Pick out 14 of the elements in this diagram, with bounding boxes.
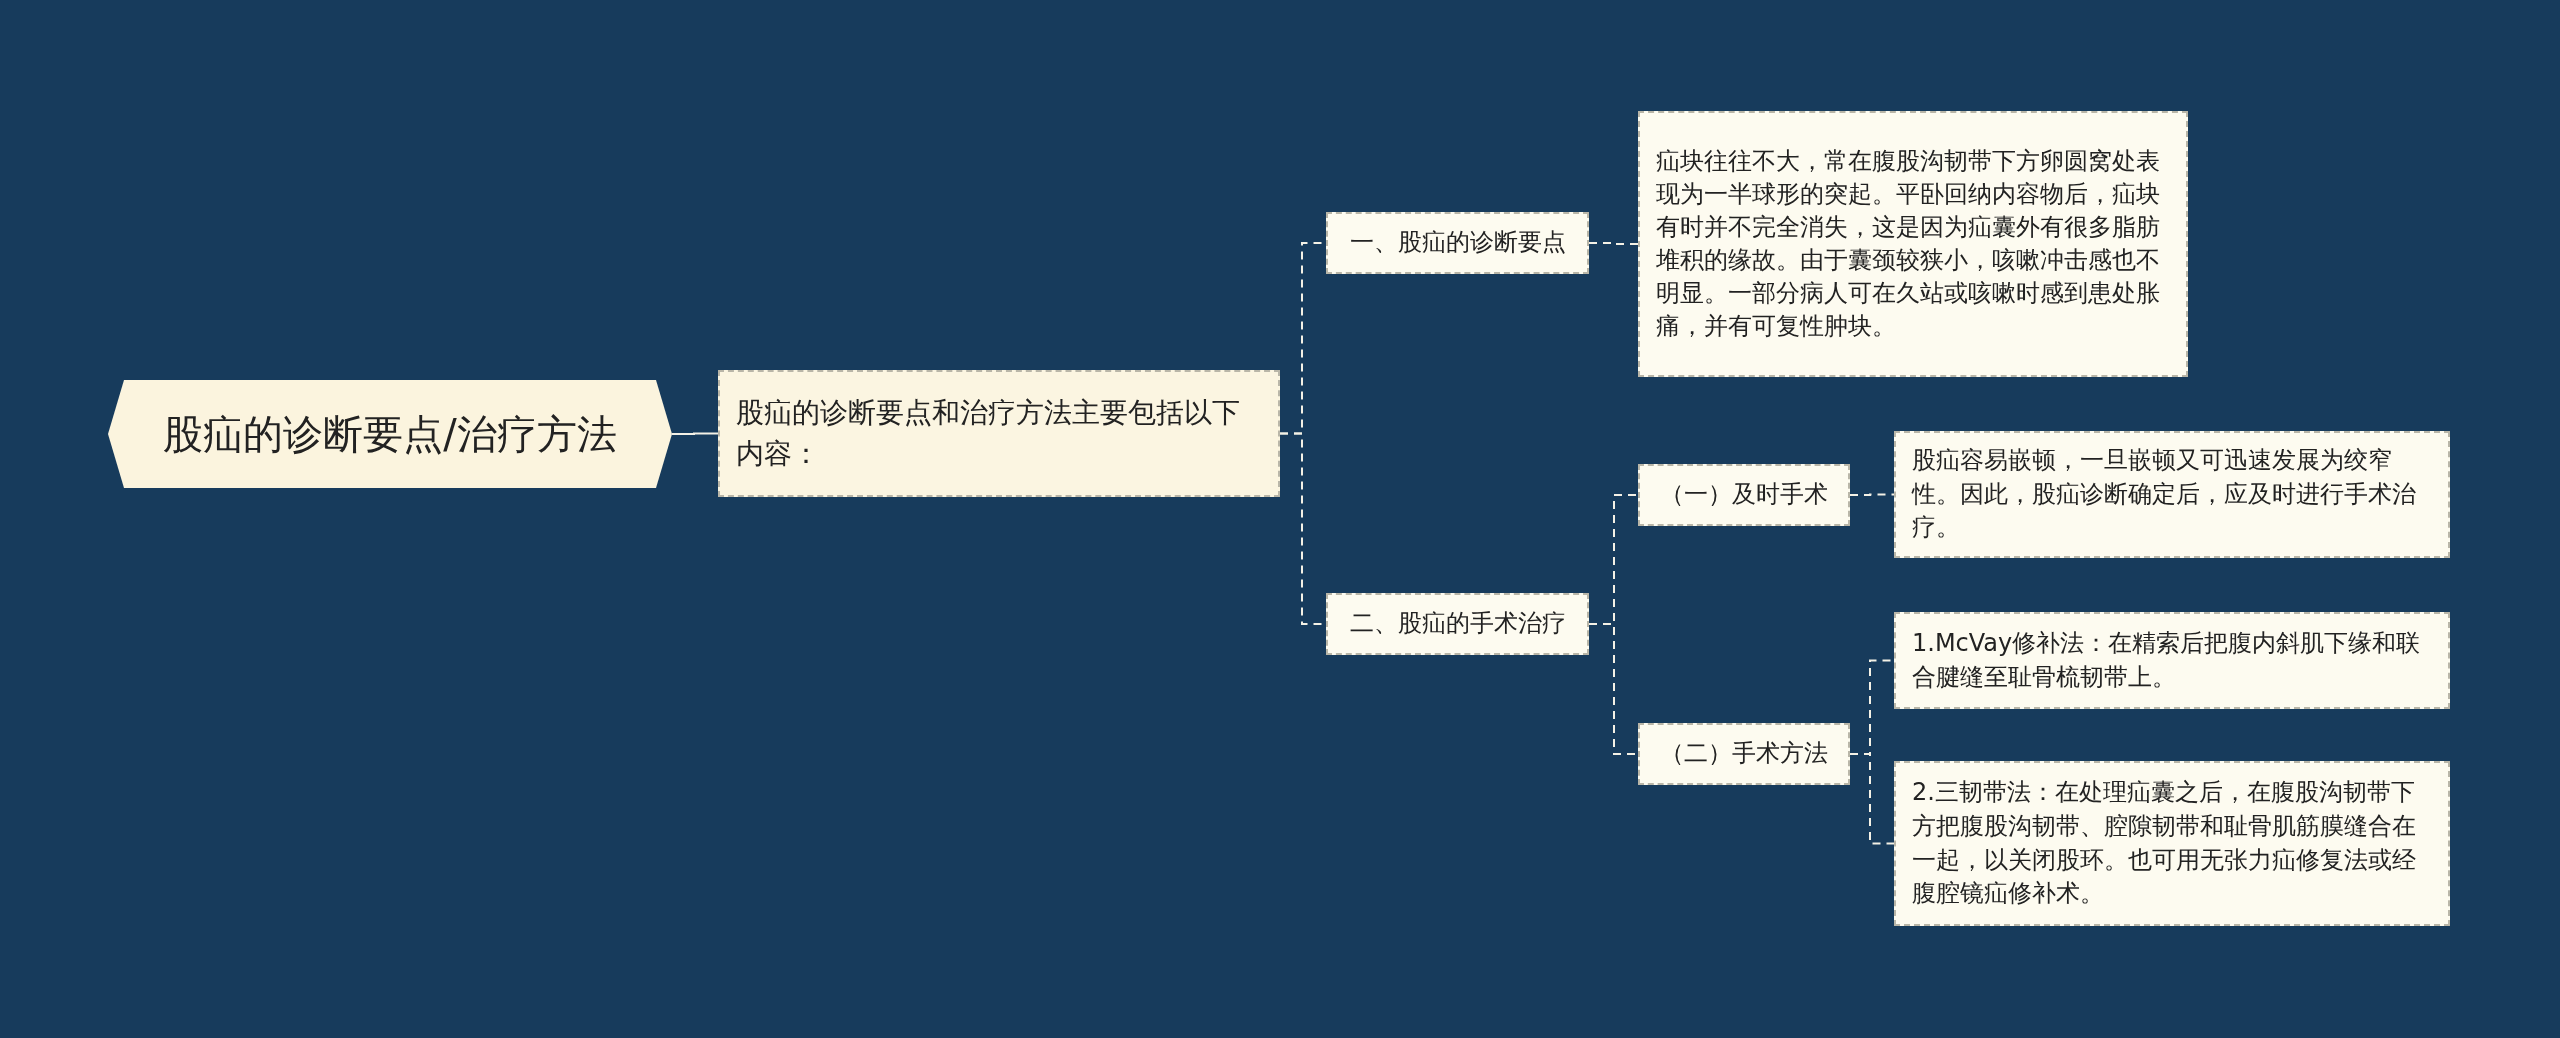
connector-line: [1849, 493, 1895, 496]
detail-box: 股疝容易嵌顿，一旦嵌顿又可迅速发展为绞窄性。因此，股疝诊断确定后，应及时进行手术治疗。: [1894, 431, 2450, 558]
branch-box: （二）手术方法: [1638, 723, 1850, 785]
topic-box: 股疝的诊断要点/治疗方法: [108, 380, 672, 488]
detail-box: 疝块往往不大，常在腹股沟韧带下方卵圆窝处表现为一半球形的突起。平卧回纳内容物后，疝块有时并不完全消失，这是因为疝囊外有很多脂肪堆积的缘故。由于囊颈较狭小，咳嗽冲击感也不明显。一部分病人可在久站或咳嗽时感到患处胀痛，并有可复性肿块。: [1638, 111, 2188, 377]
detail-box: 2.三韧带法：在处理疝囊之后，在腹股沟韧带下方把腹股沟韧带、腔隙韧带和耻骨肌筋膜缝合在一起，以关闭股环。也可用无张力疝修复法或经腹腔镜疝修补术。: [1894, 761, 2450, 926]
branch-box: 一、股疝的诊断要点: [1326, 212, 1589, 274]
connector-line: [1588, 242, 1639, 245]
branch-box: （一）及时手术: [1638, 464, 1850, 526]
connector-line: [671, 432, 719, 435]
summary-box: 股疝的诊断要点和治疗方法主要包括以下内容：: [718, 370, 1280, 497]
detail-box: 1.McVay修补法：在精索后把腹内斜肌下缘和联合腱缝至耻骨梳韧带上。: [1894, 612, 2450, 709]
connector-line: [1849, 753, 1895, 845]
branch-box: 二、股疝的手术治疗: [1326, 593, 1589, 655]
